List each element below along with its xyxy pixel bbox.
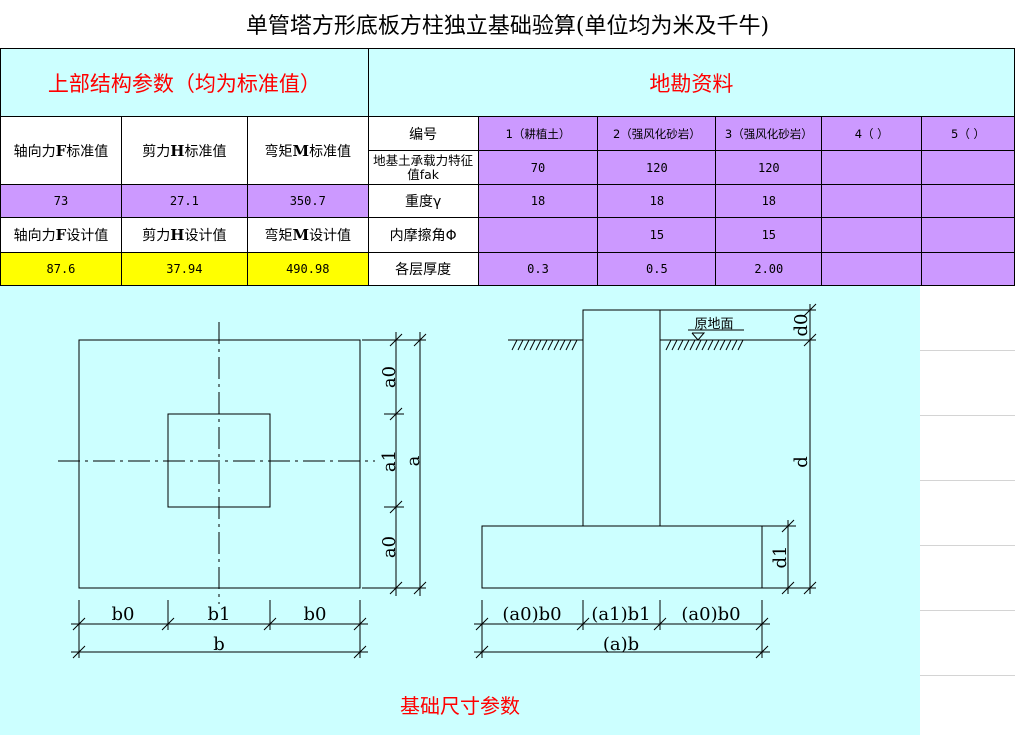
dim-a1: a1 (379, 450, 400, 472)
ground-level-marker (691, 332, 706, 341)
phi-cell-1[interactable] (477, 217, 599, 253)
dim-b1: b1 (208, 604, 231, 625)
shear-force-std-label[interactable]: 剪力H标准值 (120, 116, 248, 185)
dim-seg-a0b0-right: (a0)b0 (681, 604, 740, 625)
fak-cell-3[interactable]: 120 (715, 150, 823, 185)
thickness-cell-1[interactable]: 0.3 (477, 252, 599, 286)
thickness-cell-2[interactable]: 0.5 (597, 252, 717, 286)
thickness-cell-3[interactable]: 2.00 (715, 252, 823, 286)
moment-std-label[interactable]: 弯矩M标准值 (246, 116, 369, 185)
dim-a0-bottom: a0 (379, 536, 400, 558)
dim-a: a (403, 455, 424, 466)
dimension-diagram: a0 a1 a a0 b0 b1 b0 b 原地面 d0 d d1 (a0)b0… (58, 303, 817, 659)
dim-d1: d1 (770, 546, 791, 569)
gamma-cell-1[interactable]: 18 (477, 184, 599, 218)
gamma-label[interactable]: 重度γ (367, 184, 479, 218)
phi-cell-5[interactable] (921, 217, 1015, 253)
axial-force-design-value[interactable]: 87.6 (0, 252, 122, 286)
fak-cell-1[interactable]: 70 (477, 150, 599, 185)
dim-seg-a0b0-left: (a0)b0 (502, 604, 561, 625)
moment-design-label[interactable]: 弯矩M设计值 (246, 217, 369, 253)
phi-cell-2[interactable]: 15 (597, 217, 717, 253)
soil-layer-1-name[interactable]: 1（耕植土） (477, 116, 599, 151)
thickness-label[interactable]: 各层厚度 (367, 252, 479, 286)
dim-b0-left: b0 (112, 604, 135, 625)
moment-design-value[interactable]: 490.98 (246, 252, 369, 286)
gamma-cell-5[interactable] (921, 184, 1015, 218)
soil-layer-3-name[interactable]: 3（强风化砂岩） (715, 116, 823, 151)
soil-id-label[interactable]: 编号 (367, 116, 479, 151)
phi-label[interactable]: 内摩擦角Φ (367, 217, 479, 253)
gamma-cell-4[interactable] (821, 184, 923, 218)
phi-cell-4[interactable] (821, 217, 923, 253)
upper-structure-heading[interactable]: 上部结构参数（均为标准值） (0, 48, 369, 117)
phi-cell-3[interactable]: 15 (715, 217, 823, 253)
axial-force-design-label[interactable]: 轴向力F设计值 (0, 217, 122, 253)
sheet-empty-cells[interactable] (920, 286, 1015, 735)
section-footing-outline (481, 525, 763, 589)
fak-cell-2[interactable]: 120 (597, 150, 717, 185)
dim-d0: d0 (791, 314, 812, 337)
ground-label: 原地面 (694, 317, 733, 332)
parameter-sheet: 上部结构参数（均为标准值） 地勘资料 轴向力F标准值 剪力H标准值 弯矩M标准值… (0, 48, 1015, 286)
axial-force-std-value[interactable]: 73 (0, 184, 122, 218)
shear-force-design-label[interactable]: 剪力H设计值 (120, 217, 248, 253)
thickness-cell-5[interactable] (921, 252, 1015, 286)
soil-layer-2-name[interactable]: 2（强风化砂岩） (597, 116, 717, 151)
dim-a0-top: a0 (379, 366, 400, 388)
gamma-cell-2[interactable]: 18 (597, 184, 717, 218)
gamma-cell-3[interactable]: 18 (715, 184, 823, 218)
fak-cell-5[interactable] (921, 150, 1015, 185)
section-column-outline (582, 309, 661, 527)
shear-force-design-value[interactable]: 37.94 (120, 252, 248, 286)
drawing-caption: 基础尺寸参数 (400, 694, 520, 718)
fak-cell-4[interactable] (821, 150, 923, 185)
soil-layer-4-name[interactable]: 4（ ） (821, 116, 923, 151)
dim-d: d (791, 456, 812, 468)
soil-survey-heading[interactable]: 地勘资料 (367, 48, 1015, 117)
dim-b: b (213, 634, 225, 655)
dim-b0-right: b0 (304, 604, 327, 625)
foundation-drawing: a0 a1 a a0 b0 b1 b0 b 原地面 d0 d d1 (a0)b0… (0, 286, 920, 735)
dim-seg-a1b1: (a1)b1 (591, 604, 650, 625)
axial-force-std-label[interactable]: 轴向力F标准值 (0, 116, 122, 185)
shear-force-std-value[interactable]: 27.1 (120, 184, 248, 218)
dim-total-ab: (a)b (603, 634, 639, 655)
moment-std-value[interactable]: 350.7 (246, 184, 369, 218)
page-title: 单管塔方形底板方柱独立基础验算(单位均为米及千牛) (245, 14, 770, 39)
thickness-cell-4[interactable] (821, 252, 923, 286)
soil-layer-5-name[interactable]: 5（ ） (921, 116, 1015, 151)
fak-label[interactable]: 地基土承载力特征值fak (367, 150, 479, 185)
